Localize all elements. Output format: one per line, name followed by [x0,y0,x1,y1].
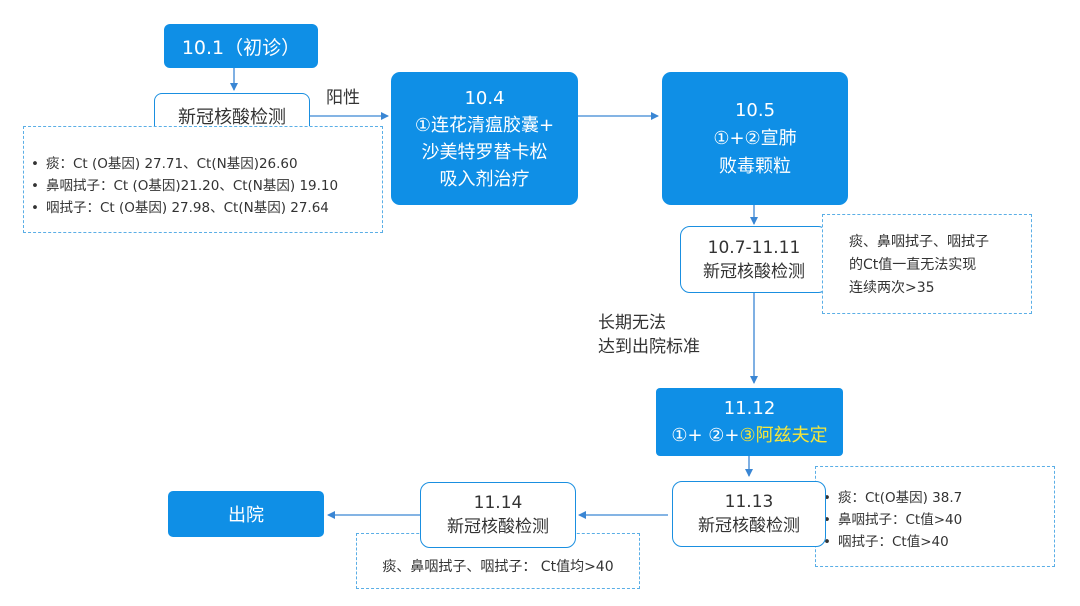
node-treatment-10-5-title: 10.5 [734,99,776,121]
note-ct-not-reached-line1: 痰、鼻咽拭子、咽拭子 [849,234,989,250]
note-ct-values-11-13: 痰：Ct(O基因) 38.7 鼻咽拭子：Ct值>40 咽拭子：Ct值>40 [815,466,1055,567]
node-initial-visit: 10.1（初诊） [164,24,318,68]
note-ct-final-text: 痰、鼻咽拭子、咽拭子： Ct值均>40 [382,559,614,575]
node-treatment-10-5: 10.5 ①+②宣肺 败毒颗粒 [662,72,848,205]
node-nucleic-test-11-13-date: 11.13 [724,492,774,512]
note-ct-throat: 咽拭子：Ct (O基因) 27.98、Ct(N基因) 27.64 [31,197,382,219]
note-ct-nasopharyngeal: 鼻咽拭子：Ct (O基因)21.20、Ct(N基因) 19.10 [31,175,382,197]
label-discharge-criteria: 长期无法 达到出院标准 [598,311,700,359]
node-nucleic-test-11-14-date: 11.14 [473,493,523,513]
note-ct-not-reached-line3: 连续两次>35 [849,280,935,296]
node-discharge-label: 出院 [228,505,264,526]
node-treatment-10-4-title: 10.4 [464,87,505,109]
node-treatment-10-4-line1: ①连花清瘟胶囊+ [414,114,555,136]
node-treatment-11-12-prefix: ①+ ②+ [671,425,740,446]
node-discharge: 出院 [168,491,324,537]
node-treatment-10-4: 10.4 ①连花清瘟胶囊+ 沙美特罗替卡松 吸入剂治疗 [391,72,578,205]
node-nucleic-test-period-date: 10.7-11.11 [707,237,801,258]
node-nucleic-test-period: 10.7-11.11 新冠核酸检测 [680,226,828,293]
node-treatment-10-4-line3: 吸入剂治疗 [439,168,530,190]
node-initial-visit-label: 10.1（初诊） [181,36,301,59]
node-nucleic-test-11-14: 11.14 新冠核酸检测 [420,482,576,548]
note-ct-not-reached: 痰、鼻咽拭子、咽拭子 的Ct值一直无法实现 连续两次>35 [822,214,1032,314]
note-ct-values-initial: 痰：Ct (O基因) 27.71、Ct(N基因)26.60 鼻咽拭子：Ct (O… [23,126,383,233]
label-positive: 阳性 [326,88,360,108]
node-nucleic-test-11-13-label: 新冠核酸检测 [698,516,800,536]
label-discharge-criteria-line1: 长期无法 [598,313,666,333]
node-treatment-11-12-highlight: ③阿兹夫定 [739,425,828,446]
node-nucleic-test-period-label: 新冠核酸检测 [703,261,805,282]
node-treatment-11-12-title: 11.12 [723,398,776,419]
label-discharge-criteria-line2: 达到出院标准 [598,337,700,357]
note-ct-sputum: 痰：Ct (O基因) 27.71、Ct(N基因)26.60 [31,153,382,175]
note-ct-nasopharyngeal-2: 鼻咽拭子：Ct值>40 [823,509,1054,531]
note-ct-not-reached-line2: 的Ct值一直无法实现 [849,257,977,273]
node-treatment-11-12-regimen: ①+ ②+③阿兹夫定 [671,422,827,449]
node-treatment-10-5-line2: 败毒颗粒 [719,155,791,177]
node-treatment-11-12: 11.12 ①+ ②+③阿兹夫定 [656,388,843,456]
node-nucleic-test-1-label: 新冠核酸检测 [178,107,286,128]
node-nucleic-test-11-14-label: 新冠核酸检测 [447,517,549,537]
node-treatment-10-5-line1: ①+②宣肺 [713,127,797,149]
node-nucleic-test-11-13: 11.13 新冠核酸检测 [672,481,826,547]
note-ct-sputum-2: 痰：Ct(O基因) 38.7 [823,487,1054,509]
node-treatment-10-4-line2: 沙美特罗替卡松 [421,141,548,163]
note-ct-throat-2: 咽拭子：Ct值>40 [823,531,1054,553]
